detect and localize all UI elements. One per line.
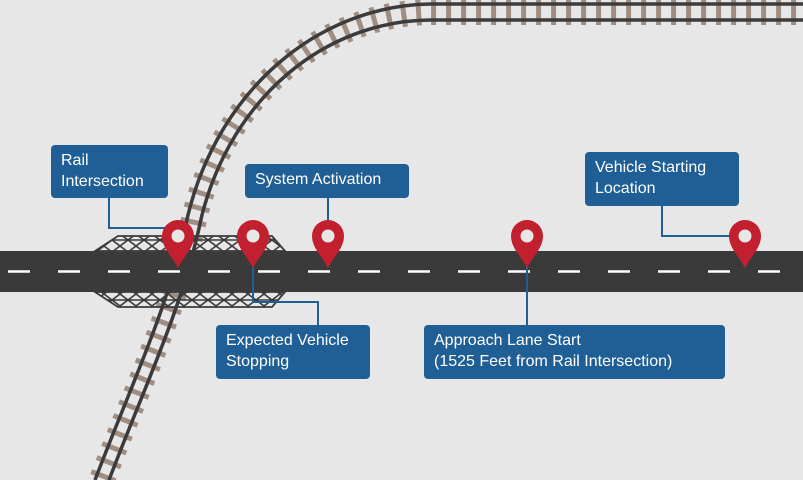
road (0, 251, 803, 292)
rail-intersection-callout: Rail Intersection (51, 145, 168, 198)
rail-sleeper (193, 172, 220, 187)
rail-sleeper (221, 116, 246, 135)
map-pin-icon (237, 220, 269, 268)
rail-sleeper (129, 371, 156, 386)
rail-sleeper (140, 343, 167, 358)
rail-sleeper (150, 315, 177, 330)
map-pin-icon (162, 220, 194, 268)
rail-sleeper (188, 186, 215, 200)
rail-sleeper (213, 129, 239, 148)
callout-line: Rail (61, 152, 89, 169)
callout-line: Expected Vehicle (226, 332, 349, 349)
rail-sleeper (106, 427, 133, 442)
bridge-truss-bottom (91, 291, 287, 308)
callout-line: Intersection (61, 173, 144, 190)
expected-vehicle-stopping-callout: Expected Vehicle Stopping (216, 325, 370, 379)
rail-sleeper (199, 157, 225, 173)
rail-sleeper (134, 357, 161, 372)
rail-sleeper (180, 216, 207, 228)
location-pins (162, 220, 761, 268)
rail-sleeper (95, 455, 122, 470)
system-activation-callout: System Activation (245, 164, 409, 198)
callout-line: Stopping (226, 353, 290, 370)
callout-line: Vehicle Starting (595, 159, 707, 176)
rail-sleeper (101, 441, 128, 456)
rail-sleeper (123, 385, 150, 400)
rail-sleeper (112, 413, 139, 428)
map-pin-icon (729, 220, 761, 268)
rail-right (107, 18, 803, 480)
map-pin-icon (312, 220, 344, 268)
rail-sleeper (145, 329, 172, 344)
rail-sleeper (183, 201, 211, 214)
approach-lane-start-callout: Approach Lane Start (1525 Feet from Rail… (424, 325, 725, 379)
leader-expected-vehicle-stopping (252, 266, 319, 325)
rail-left (93, 2, 803, 480)
callout-line: (1525 Feet from Rail Intersection) (434, 353, 673, 370)
rail-sleeper (205, 143, 232, 160)
rail-sleeper (230, 103, 254, 123)
callout-line: Approach Lane Start (434, 332, 581, 349)
callout-line: System Activation (255, 171, 382, 188)
rail-sleeper (249, 79, 273, 101)
map-pin-icon (511, 220, 543, 268)
vehicle-starting-location-callout: Vehicle Starting Location (585, 152, 739, 206)
rail-sleeper (90, 469, 117, 480)
callout-line: Location (595, 180, 656, 197)
rail-sleeper (118, 399, 145, 414)
